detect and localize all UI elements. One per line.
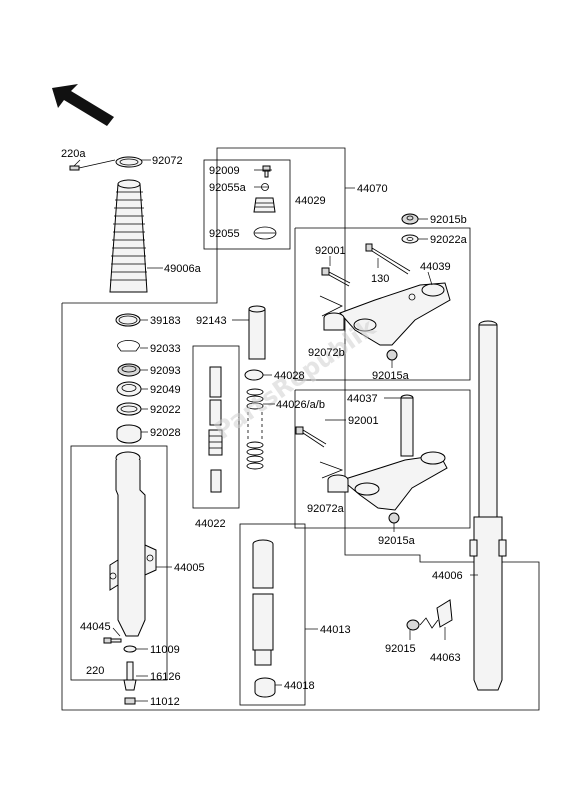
callout-92093: 92093	[150, 365, 181, 377]
callout-92072: 92072	[152, 155, 183, 167]
callout-44022: 44022	[195, 518, 226, 530]
bolt-220a	[69, 159, 116, 171]
callout-44063: 44063	[430, 652, 461, 664]
washer-92022a	[401, 234, 419, 244]
clamp-92072-inner	[119, 158, 139, 166]
callout-92001-bottom: 92001	[348, 415, 379, 427]
callout-44026ab: 44026/a/b	[276, 399, 325, 411]
steering-stem-44037	[400, 394, 414, 457]
callout-92022a: 92022a	[430, 234, 468, 246]
callout-44045: 44045	[80, 621, 111, 633]
callout-44029: 44029	[295, 195, 326, 207]
callout-44028: 44028	[274, 370, 305, 382]
bushing-44018	[254, 677, 276, 698]
leader-92015	[419, 617, 439, 629]
callout-92143: 92143	[196, 315, 227, 327]
callout-11009: 11009	[150, 644, 180, 656]
fork-leg-44006	[469, 320, 507, 691]
callout-92015b: 92015b	[430, 214, 467, 226]
ring-92033	[117, 340, 140, 352]
spacer-92143	[248, 305, 266, 360]
callout-92015a-top: 92015a	[372, 370, 410, 382]
callout-44070: 44070	[357, 183, 388, 195]
outer-tube-group-box	[70, 445, 168, 681]
callout-92033: 92033	[150, 343, 181, 355]
callout-92028: 92028	[150, 427, 181, 439]
inner-tube-44013	[252, 539, 274, 666]
bracket-44063	[436, 599, 453, 628]
clamp-92072b	[323, 312, 345, 331]
lower-bracket	[340, 451, 448, 511]
callout-92022: 92022	[150, 404, 181, 416]
front-direction-arrow-icon	[52, 84, 114, 126]
callout-39183: 39183	[150, 315, 181, 327]
seal-92093	[117, 363, 141, 377]
seal-92049	[116, 381, 142, 397]
callout-44039: 44039	[420, 261, 451, 273]
leader-lines	[73, 159, 478, 702]
callout-44005: 44005	[174, 562, 205, 574]
callout-220a: 220a	[61, 148, 86, 160]
lower-bracket-box	[294, 389, 471, 529]
upper-bracket-44039	[339, 282, 451, 346]
outer-tube-44005	[109, 451, 157, 637]
damper-rod-44022	[208, 366, 223, 493]
nut-92015b	[401, 213, 419, 225]
ring-44028	[244, 369, 264, 381]
bushing-92028	[116, 424, 142, 444]
callout-220: 220	[86, 665, 104, 677]
washer-92022	[116, 402, 142, 416]
callout-44013: 44013	[320, 624, 351, 636]
callout-44018: 44018	[284, 680, 315, 692]
callout-92055a: 92055a	[209, 182, 247, 194]
callout-92055: 92055	[209, 228, 240, 240]
callout-44037: 44037	[347, 393, 378, 405]
callout-92015a-bottom: 92015a	[378, 535, 416, 547]
bolt-92001-lower	[295, 426, 327, 448]
cap-group-box	[203, 159, 291, 250]
callout-44006: 44006	[432, 570, 463, 582]
bolt-92009	[262, 165, 271, 178]
callout-92049: 92049	[150, 384, 181, 396]
bolt-44045-220	[103, 637, 122, 644]
clamp-92072a	[327, 474, 349, 493]
nut-92015a-upper	[386, 349, 398, 361]
spring-44026	[246, 388, 264, 470]
callout-49006a: 49006a	[164, 263, 202, 275]
leader-92072a	[319, 461, 344, 479]
leader-92072b	[319, 295, 343, 317]
fork-group-outline	[61, 147, 540, 711]
washer-11012	[124, 697, 136, 705]
callout-11012: 11012	[150, 696, 180, 708]
callout-92009: 92009	[209, 165, 240, 177]
bolt-16126	[123, 661, 137, 691]
callout-16126: 16126	[150, 671, 181, 683]
callout-92015: 92015	[385, 643, 416, 655]
upper-bracket-box	[294, 227, 471, 381]
nut-92015a-lower	[388, 512, 400, 524]
damper-group-box	[192, 345, 240, 509]
inner-tube-group-box	[239, 523, 306, 706]
callout-130: 130	[371, 273, 389, 285]
fork-cap-44029	[253, 197, 276, 213]
washer-11009	[123, 645, 137, 653]
callout-92072a: 92072a	[307, 503, 345, 515]
callout-92001-top: 92001	[315, 245, 346, 257]
fork-boot-49006a	[109, 179, 148, 293]
nut-92015	[406, 619, 420, 631]
clip-39183	[115, 313, 141, 327]
bolt-92001-upper	[321, 267, 351, 287]
bolt-130	[365, 243, 411, 275]
callout-92072b: 92072b	[308, 347, 345, 359]
